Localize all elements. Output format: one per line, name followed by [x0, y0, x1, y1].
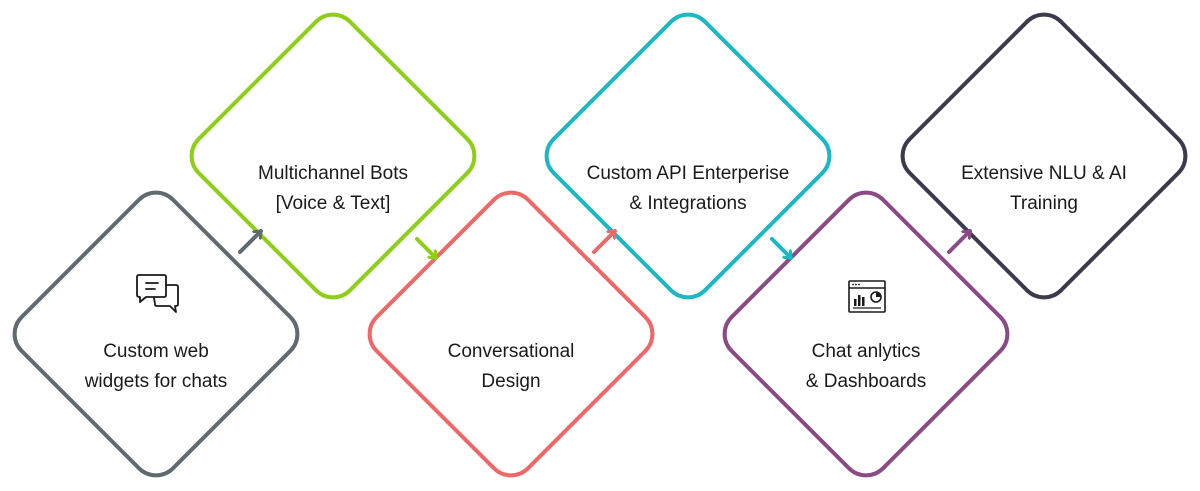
step-2-diamond [189, 12, 477, 300]
step-3-line-1: Conversational [447, 341, 575, 362]
step-1-line-1: Custom web [103, 341, 209, 362]
connector-arrow-4 [770, 237, 793, 260]
step-6-label: Extensive NLU & AI Training [934, 159, 1154, 219]
step-1-label: Custom web widgets for chats [56, 337, 256, 397]
step-5-label: Chat anlytics & Dashboards [766, 337, 966, 397]
step-5-line-2: & Dashboards [805, 371, 927, 392]
step-4-line-1: Custom API Enterperise [586, 163, 790, 184]
step-2-line-2: [Voice & Text] [275, 193, 391, 214]
connector-arrow-3 [592, 229, 617, 254]
step-3-line-2: Design [481, 371, 541, 392]
step-2-line-1: Multichannel Bots [258, 163, 408, 184]
step-1-line-2: widgets for chats [84, 371, 228, 392]
connector-arrow-1 [238, 229, 263, 254]
step-3-diamond [367, 190, 655, 478]
step-3-label: Conversational Design [411, 337, 611, 397]
connector-arrow-2 [415, 237, 438, 260]
step-2-label: Multichannel Bots [Voice & Text] [220, 159, 446, 219]
step-5-line-1: Chat anlytics [811, 341, 921, 362]
step-6-diamond [900, 12, 1188, 300]
step-4-label: Custom API Enterperise & Integrations [553, 159, 823, 219]
step-4-diamond [544, 12, 832, 300]
step-4-line-2: & Integrations [629, 193, 747, 214]
step-6-line-2: Training [1010, 193, 1078, 214]
chat-bubbles-icon [136, 274, 179, 313]
connector-arrow-5 [947, 229, 972, 254]
analytics-dashboard-icon [848, 280, 886, 313]
step-6-line-1: Extensive NLU & AI [961, 163, 1127, 184]
step-1-diamond [12, 190, 300, 478]
step-5-diamond [722, 190, 1010, 478]
